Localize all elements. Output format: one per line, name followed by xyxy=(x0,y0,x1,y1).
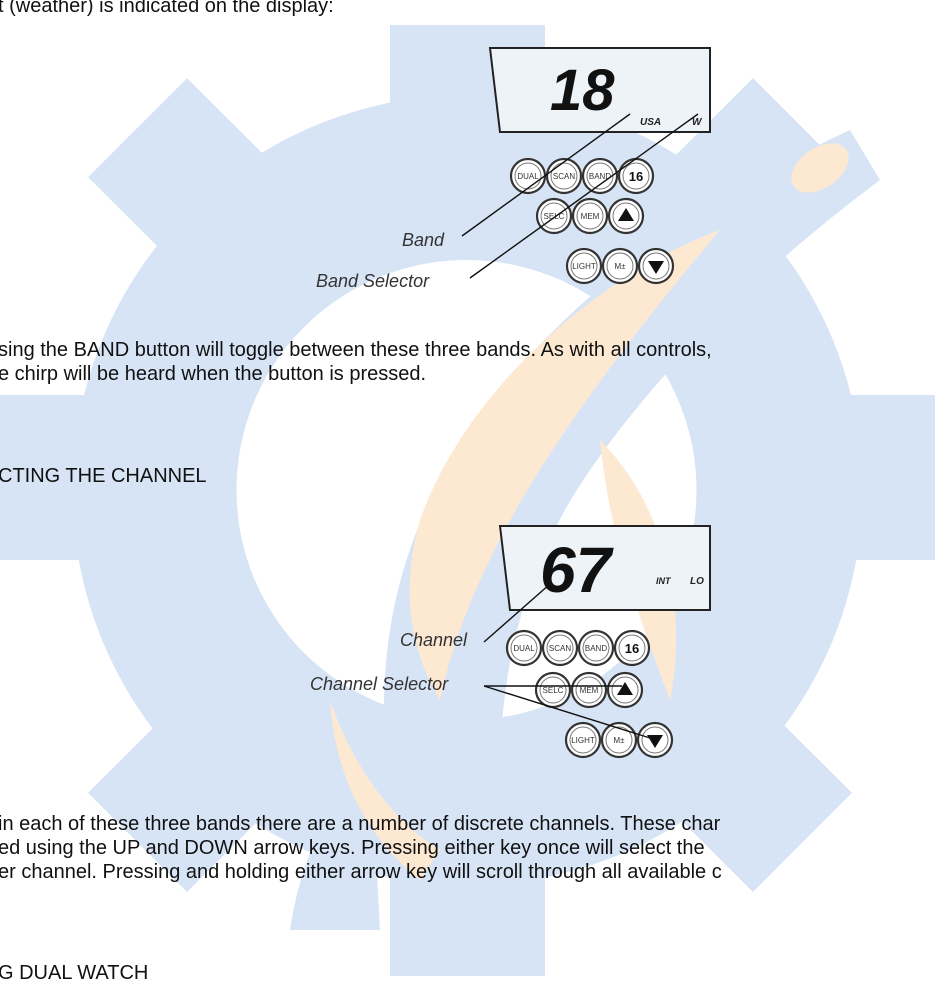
up-arrow-button[interactable] xyxy=(607,197,645,235)
display-digits-channel: 67 xyxy=(540,534,615,606)
callout-band-selector: Band Selector xyxy=(316,271,430,291)
svg-text:16: 16 xyxy=(629,169,643,184)
mpm-button[interactable]: M± xyxy=(601,247,639,285)
paragraph-2-line-2: ed using the UP and DOWN arrow keys. Pre… xyxy=(0,837,705,859)
display-digits: 18 xyxy=(550,58,615,123)
svg-text:SELC: SELC xyxy=(543,686,564,695)
up-arrow-icon xyxy=(618,208,634,221)
channel-16-button[interactable]: 16 xyxy=(617,157,655,195)
svg-text:DUAL: DUAL xyxy=(517,172,539,181)
paragraph-1-line-2: e chirp will be heard when the button is… xyxy=(0,363,427,385)
svg-text:BAND: BAND xyxy=(585,644,607,653)
mem-button[interactable]: MEM xyxy=(571,197,609,235)
heading-dual-watch: G DUAL WATCH xyxy=(0,962,149,984)
svg-text:M±: M± xyxy=(613,736,625,745)
heading-selecting-channel: CTING THE CHANNEL xyxy=(0,465,207,487)
up-arrow-button[interactable] xyxy=(606,671,644,709)
display-int-label: INT xyxy=(656,576,672,586)
lcd-display-band: 18 USA W xyxy=(488,47,711,133)
down-arrow-icon xyxy=(648,261,664,274)
channel-figure: 67 INT LO DUAL SCAN BAND 16 SELC MEM LIG… xyxy=(310,525,711,759)
svg-text:BAND: BAND xyxy=(589,172,611,181)
display-wx-label: W xyxy=(692,117,703,128)
callout-channel: Channel xyxy=(400,630,468,650)
svg-text:M±: M± xyxy=(614,262,626,271)
paragraph-2-line-3: er channel. Pressing and holding either … xyxy=(0,861,722,883)
display-band-label: USA xyxy=(640,117,661,128)
paragraph-2-line-1: in each of these three bands there are a… xyxy=(0,813,721,835)
scan-button[interactable]: SCAN xyxy=(541,629,579,667)
paragraph-1-line-1: sing the BAND button will toggle between… xyxy=(0,339,712,361)
intro-line: t (weather) is indicated on the display: xyxy=(0,0,334,17)
channel-16-button[interactable]: 16 xyxy=(613,629,651,667)
callout-channel-selector: Channel Selector xyxy=(310,674,449,694)
callout-band: Band xyxy=(402,230,445,250)
svg-text:MEM: MEM xyxy=(580,686,599,695)
scan-button[interactable]: SCAN xyxy=(545,157,583,195)
band-figure: 18 USA W DUAL SCAN BAND 16 SELC MEM LIGH… xyxy=(316,47,711,291)
down-arrow-icon xyxy=(647,735,663,748)
light-button[interactable]: LIGHT xyxy=(564,721,602,759)
svg-text:16: 16 xyxy=(625,641,639,656)
svg-text:MEM: MEM xyxy=(581,212,600,221)
selc-button[interactable]: SELC xyxy=(535,197,573,235)
svg-text:SCAN: SCAN xyxy=(553,172,575,181)
svg-text:SELC: SELC xyxy=(544,212,565,221)
down-arrow-button[interactable] xyxy=(636,721,674,759)
mem-button[interactable]: MEM xyxy=(570,671,608,709)
svg-text:DUAL: DUAL xyxy=(513,644,535,653)
band-button[interactable]: BAND xyxy=(577,629,615,667)
up-arrow-icon xyxy=(617,682,633,695)
svg-text:SCAN: SCAN xyxy=(549,644,571,653)
lcd-display-channel: 67 INT LO xyxy=(498,525,711,611)
selc-button[interactable]: SELC xyxy=(534,671,572,709)
down-arrow-button[interactable] xyxy=(637,247,675,285)
display-lo-label: LO xyxy=(690,576,704,587)
light-button[interactable]: LIGHT xyxy=(565,247,603,285)
svg-text:LIGHT: LIGHT xyxy=(571,736,595,745)
svg-text:LIGHT: LIGHT xyxy=(572,262,596,271)
dual-button[interactable]: DUAL xyxy=(505,629,543,667)
